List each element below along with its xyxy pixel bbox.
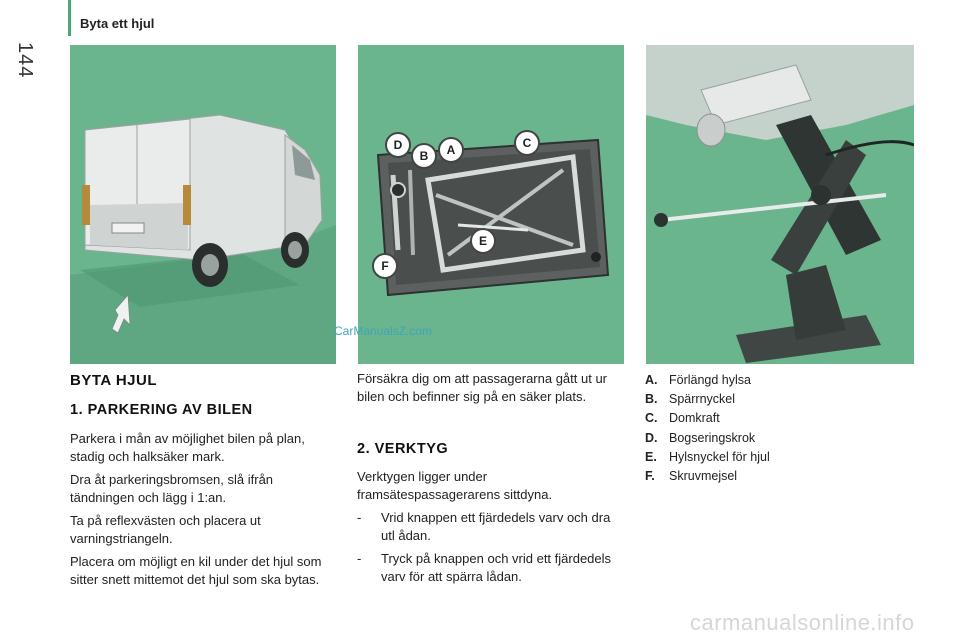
legend-label: Skruvmejsel [669, 469, 738, 484]
step-text: Tryck på knappen och vrid ett fjärdedels… [381, 551, 612, 584]
step-text: Vrid knappen ett fjärdedels varv och dra… [381, 510, 611, 543]
jack-illustration [646, 45, 914, 364]
page-number: 144 [14, 42, 36, 79]
legend-label: Spärrnyckel [669, 392, 735, 407]
legend-row: A. Förlängd hylsa [645, 371, 770, 390]
tool-label-e: E [470, 228, 496, 254]
section1-paragraph: Dra åt parkeringsbromsen, slå ifrån tänd… [70, 472, 274, 505]
dash-marker: - [357, 551, 362, 566]
toolbox-illustration: D B A C E F [358, 45, 624, 364]
watermark-bottom: carmanualsonline.info [690, 610, 915, 635]
section2-title: 2. VERKTYG [357, 441, 449, 457]
section2-steps: - Vrid knappen ett fjärdedels varv och dr… [357, 509, 627, 586]
legend-key: F. [645, 469, 655, 484]
tool-label-a: A [438, 137, 464, 163]
legend-row: E. Hylsnyckel för hjul [645, 448, 770, 467]
section1-body: Parkera i mån av möjlighet bilen på plan… [70, 430, 340, 594]
header-title: Byta ett hjul [80, 16, 155, 31]
legend-key: E. [645, 449, 657, 464]
intro2-block: Försäkra dig om att passagerarna gått ut… [357, 370, 627, 411]
section1-title: 1. PARKERING AV BILEN [70, 402, 253, 418]
page-number-wrap: 144 [14, 42, 72, 78]
tool-label-c: C [514, 130, 540, 156]
header-accent-bar [68, 0, 71, 36]
section2-paragraph: Verktygen ligger under framsätespassager… [357, 469, 553, 502]
legend-key: D. [645, 430, 658, 445]
legend-key: B. [645, 392, 658, 407]
dash-marker: - [357, 510, 362, 525]
intro2-paragraph: Försäkra dig om att passagerarna gått ut… [357, 371, 608, 404]
list-item: - Vrid knappen ett fjärdedels varv och dr… [357, 509, 627, 545]
legend-label: Bogseringskrok [669, 430, 756, 445]
legend-row: C. Domkraft [645, 409, 770, 428]
legend-row: D. Bogseringskrok [645, 429, 770, 448]
tool-label-d: D [385, 132, 411, 158]
legend-label: Domkraft [669, 411, 720, 426]
tool-legend: A. Förlängd hylsa B. Spärrnyckel C. Domkraf… [645, 371, 770, 486]
legend-row: B. Spärrnyckel [645, 390, 770, 409]
legend-key: C. [645, 411, 658, 426]
legend-row: F. Skruvmejsel [645, 467, 770, 486]
legend-label: Hylsnyckel för hjul [669, 449, 770, 464]
legend-label: Förlängd hylsa [669, 373, 751, 387]
main-title: BYTA HJUL [70, 372, 157, 389]
tool-label-f: F [372, 253, 398, 279]
section1-paragraph: Parkera i mån av möjlighet bilen på plan… [70, 431, 305, 464]
list-item: - Tryck på knappen och vrid ett fjärdedel… [357, 550, 627, 586]
section2-body: Verktygen ligger under framsätespassager… [357, 468, 627, 591]
legend-key: A. [645, 373, 658, 387]
van-illustration [70, 45, 336, 364]
section1-paragraph: Ta på reflexvästen och placera ut varnin… [70, 513, 261, 546]
watermark-top: CarManualsZ.com [334, 324, 433, 338]
tool-label-b: B [411, 143, 437, 169]
section1-paragraph: Placera om möjligt en kil under det hjul… [70, 554, 322, 587]
